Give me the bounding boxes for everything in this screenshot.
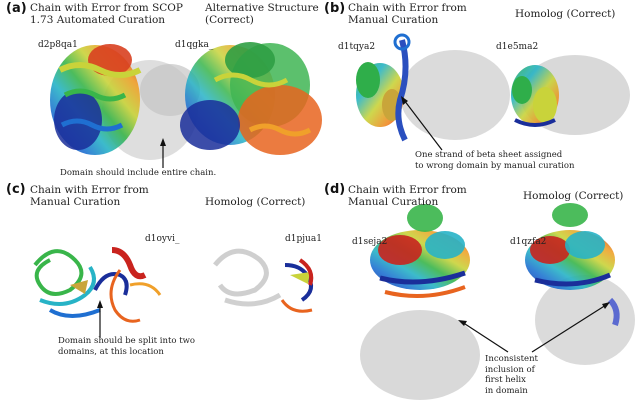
left-structure-id: d2p8qa1 [38,40,78,50]
right-title: Alternative Structure (Correct) [205,2,319,26]
structure-d1qzfa2 [525,203,635,365]
left-structure-id: d1oyvi_ [145,234,180,244]
panel-a: (a) Chain with Error from SCOP 1.73 Auto… [0,0,320,180]
panel-label: (c) [6,182,26,197]
structure-d1pjua1 [213,248,314,313]
left-title: Chain with Error from Manual Curation [348,2,467,26]
arrows-d [458,302,610,353]
arrow-c [97,300,103,338]
panel-label: (d) [324,182,346,197]
left-title: Chain with Error from Manual Curation [30,184,149,208]
annotation: Domain should be split into two domains,… [58,336,196,357]
right-structure-id: d1pjua1 [285,234,322,244]
panel-label: (b) [324,1,346,16]
structure-d1seja2 [360,204,480,400]
left-structure-id: d1seja2 [352,237,388,247]
right-structure-id: d1e5ma2 [496,42,539,52]
right-title: Homolog (Correct) [515,8,616,20]
arrow-b [401,96,443,151]
left-title: Chain with Error from SCOP 1.73 Automate… [30,2,183,26]
left-structure-id: d1tqya2 [338,42,376,52]
structure-d1e5ma2 [511,55,630,135]
right-structure-id: d1qzfa2 [510,237,547,247]
right-structure-id: d1qgka_ [175,40,214,50]
structure-d1oyvi [33,247,162,323]
annotation: One strand of beta sheet assigned to wro… [415,150,575,171]
annotation: Domain should include entire chain. [60,168,217,178]
panel-b: (b) Chain with Error from Manual Curatio… [320,0,640,180]
panel-label: (a) [6,1,27,16]
structure-d1qgka [180,42,322,155]
right-title: Homolog (Correct) [205,196,306,208]
structure-d1tqya2 [356,33,510,142]
panel-d: (d) Chain with Error from Manual Curatio… [320,182,640,400]
arrow-a [160,138,166,168]
panel-c: (c) Chain with Error from Manual Curatio… [0,182,322,400]
structure-d2p8qa1 [50,44,200,160]
annotation: Inconsistent inclusion of first helix in… [485,354,538,396]
left-title: Chain with Error from Manual Curation [348,184,467,208]
right-title: Homolog (Correct) [523,190,624,202]
